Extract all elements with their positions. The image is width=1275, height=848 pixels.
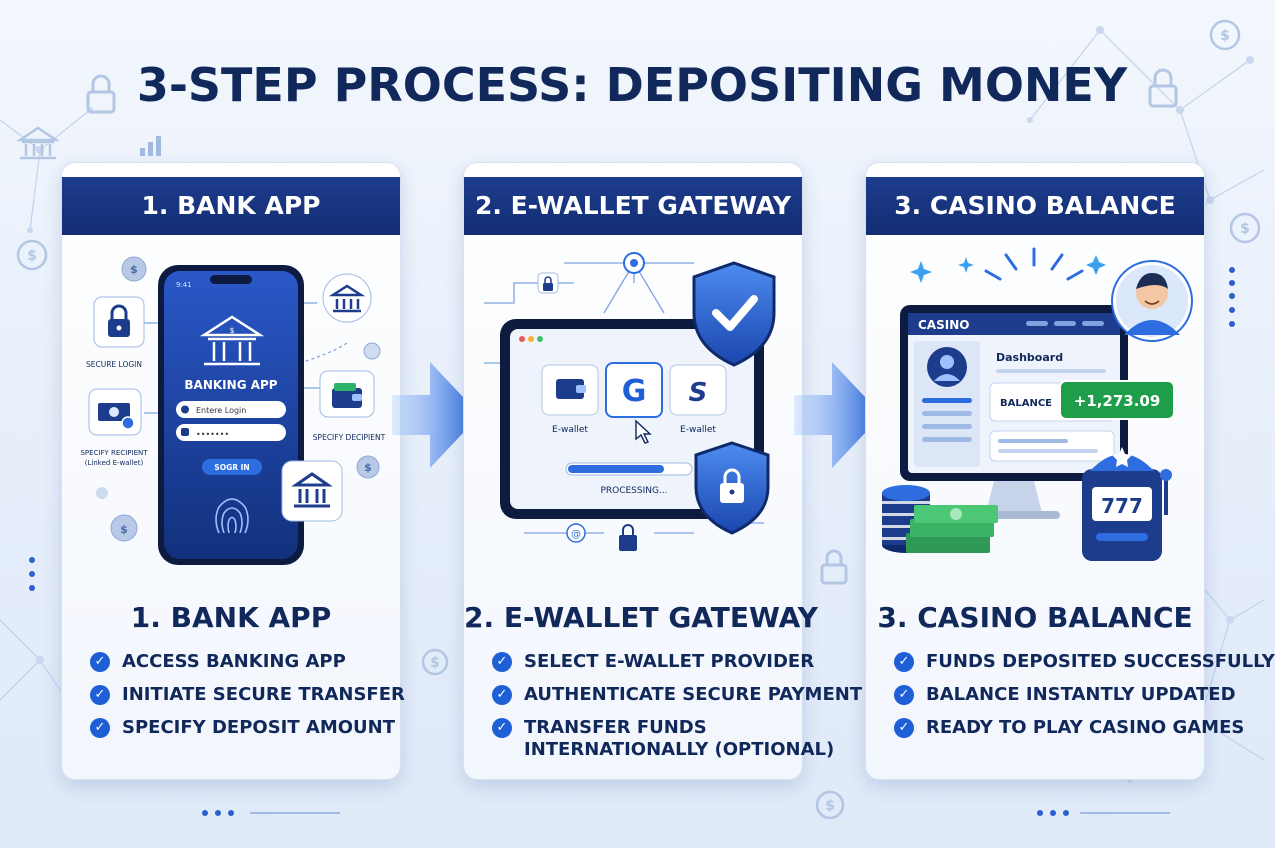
sign-in-label: SOGR IN (214, 463, 249, 472)
check-icon: ✓ (894, 652, 914, 672)
balance-label: BALANCE (1000, 398, 1052, 409)
check-icon: ✓ (492, 718, 512, 738)
bottom-decoration (202, 810, 1170, 816)
bank-icon (322, 273, 372, 323)
linked-ewallet-label: (Linked E-wallet) (85, 459, 144, 467)
cursor-icon (635, 419, 652, 444)
check-icon: ✓ (90, 652, 110, 672)
arrow-right-icon (794, 362, 882, 468)
shield-check-icon (692, 261, 776, 367)
step-card-bank-app: 1. BANK APP 9:41 $ BANKING APP Ente (61, 162, 405, 780)
step-header: 3. CASINO BALANCE (866, 177, 1204, 235)
dashboard-title: Dashboard (996, 351, 1063, 364)
login-field[interactable] (176, 401, 286, 418)
ewallet-right-label: E-wallet (680, 425, 716, 435)
banking-app-title: BANKING APP (184, 378, 277, 392)
cash-stack-icon (906, 505, 998, 553)
lock-icon (537, 272, 637, 551)
step-bullets: ✓ACCESS BANKING APP ✓INITIATE SECURE TRA… (90, 651, 405, 750)
bullet-item: ✓FUNDS DEPOSITED SUCCESSFULLY (894, 651, 1275, 673)
ewallet-option-g[interactable]: G (605, 362, 663, 418)
login-placeholder: Entere Login (196, 406, 246, 415)
ewallet-option-wallet[interactable] (541, 364, 599, 416)
secure-login-box: SECURE LOGIN (86, 296, 145, 369)
step-bullets: ✓FUNDS DEPOSITED SUCCESSFULLY ✓BALANCE I… (894, 651, 1275, 750)
step-subtitle: 1. BANK APP (130, 601, 332, 634)
wallet-icon-box: SPECIFY DECIPIENT (313, 370, 386, 442)
check-icon: ✓ (90, 685, 110, 705)
step-subtitle: 2. E-WALLET GATEWAY (464, 601, 818, 634)
specify-recipient-label: SPECIFY RECIPIENT (80, 449, 148, 457)
check-icon: ✓ (492, 652, 512, 672)
step-subtitle: 3. CASINO BALANCE (877, 601, 1193, 634)
processing-label: PROCESSING... (600, 486, 667, 496)
step-card-ewallet-gateway: 2. E-WALLET GATEWAY E-wallet (463, 162, 862, 780)
bullet-item: ✓SELECT E-WALLET PROVIDER (492, 651, 814, 673)
check-icon: ✓ (90, 718, 110, 738)
bullet-item: ✓INITIATE SECURE TRANSFER (90, 684, 405, 706)
svg-text:$: $ (27, 248, 37, 264)
bank-icon (281, 460, 343, 522)
slot-digits: 777 (1101, 494, 1143, 518)
user-avatar-icon (927, 347, 967, 387)
bank-icon (199, 315, 265, 366)
lock-icon (108, 304, 130, 337)
bullet-item: ✓SPECIFY DEPOSIT AMOUNT (90, 717, 395, 739)
phone: 9:41 $ BANKING APP Entere Login ••••••• … (158, 265, 304, 565)
svg-text:@: @ (571, 529, 581, 540)
svg-text:$: $ (364, 461, 372, 474)
dollar-icon (96, 256, 381, 542)
step-card-casino-balance: 3. CASINO BALANCE CASINO (865, 162, 1275, 780)
bg-bank-icon (15, 126, 61, 160)
check-icon: ✓ (894, 685, 914, 705)
bg-dollar-icon (16, 19, 1261, 820)
bullet-item: ✓AUTHENTICATE SECURE PAYMENT (492, 684, 862, 706)
ewallet-left-label: E-wallet (552, 425, 588, 435)
svg-text:$: $ (229, 326, 234, 335)
slot-machine-icon: 777 (1082, 447, 1172, 561)
casino-balance-illustration: CASINO Dashboard BALANCE +1,273.09 (882, 247, 1193, 561)
svg-text:$: $ (430, 655, 440, 671)
step-header: 2. E-WALLET GATEWAY (464, 177, 802, 235)
fingerprint-icon (215, 498, 249, 534)
avatar-icon (1111, 260, 1193, 342)
check-icon: ✓ (492, 685, 512, 705)
bullet-item: ✓READY TO PLAY CASINO GAMES (894, 717, 1244, 739)
svg-text:$: $ (1240, 221, 1250, 237)
shield-lock-icon (694, 441, 770, 535)
specify-recipient-box: SPECIFY RECIPIENT (Linked E-wallet) (80, 388, 148, 467)
bullet-item: ✓TRANSFER FUNDS (492, 717, 797, 739)
svg-text:$: $ (130, 263, 138, 276)
password-mask: ••••••• (196, 430, 229, 439)
bullet-item: ✓BALANCE INSTANTLY UPDATED (894, 684, 1236, 706)
step-header: 1. BANK APP (62, 177, 400, 235)
check-icon: ✓ (894, 718, 914, 738)
bg-lock-icon (86, 68, 1178, 585)
specify-decipient-label: SPECIFY DECIPIENT (313, 433, 386, 442)
ewallet-option-s[interactable]: S (669, 364, 727, 416)
bullet-item: ✓ACCESS BANKING APP (90, 651, 395, 673)
progress-bar-fill (568, 465, 664, 473)
svg-text:$: $ (120, 523, 128, 536)
svg-text:S: S (689, 378, 708, 408)
bullet-item-continued: INTERNATIONALLY (OPTIONAL) (524, 739, 835, 760)
svg-text:$: $ (1220, 28, 1230, 44)
sign-in-button[interactable] (202, 459, 262, 475)
casino-brand: CASINO (918, 318, 969, 332)
monitor: CASINO Dashboard BALANCE +1,273.09 (900, 305, 1175, 519)
step-bullets: ✓SELECT E-WALLET PROVIDER ✓AUTHENTICATE … (492, 651, 862, 772)
svg-text:G: G (622, 374, 647, 409)
secure-login-label: SECURE LOGIN (86, 360, 142, 369)
status-time: 9:41 (176, 281, 192, 289)
bank-app-illustration: 9:41 $ BANKING APP Entere Login ••••••• … (80, 256, 386, 565)
password-field[interactable] (176, 424, 286, 441)
ewallet-gateway-illustration: E-wallet G S E-wallet PROCESSING... (484, 252, 776, 551)
balance-value: +1,273.09 (1074, 392, 1161, 410)
balance-value-badge (1059, 380, 1175, 420)
svg-text:$: $ (825, 798, 835, 814)
arrow-right-icon (392, 362, 480, 468)
page-title: 3-STEP PROCESS: DEPOSITING MONEY (136, 58, 1128, 112)
